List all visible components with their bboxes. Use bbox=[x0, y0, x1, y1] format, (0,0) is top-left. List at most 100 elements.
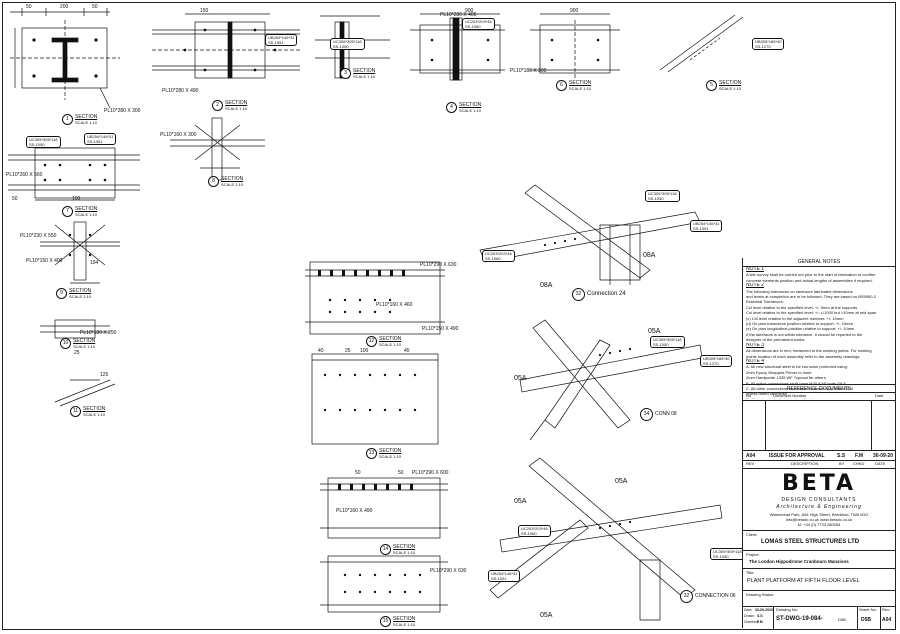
section-number: 8 bbox=[208, 176, 219, 187]
connection-tag: 32 CONNECTION 06 bbox=[680, 590, 736, 603]
plate-label: PL10*280 X 490 bbox=[162, 88, 199, 94]
dim-label: 900 bbox=[465, 8, 474, 14]
general-notes-title: GENERAL NOTES bbox=[743, 258, 895, 267]
dim-label: 50 bbox=[398, 470, 404, 476]
note-line: unless noted otherwise bbox=[746, 391, 787, 397]
reference-documents-title: REFERENCE DOCUMENTS bbox=[743, 384, 895, 392]
member-mark: 05A bbox=[540, 612, 553, 619]
company-logo-area: BETA DESIGN CONSULTANTS Architecture & E… bbox=[743, 468, 895, 530]
dim-label: 50 bbox=[92, 4, 98, 10]
note-line: (c) Col level relative to the adjacent m… bbox=[746, 315, 844, 321]
note-line: and levels at completion are to be follo… bbox=[746, 294, 877, 300]
note-line: The following tolerances on steelwork fa… bbox=[746, 288, 853, 294]
note-line: (e) On plan longitudinal position relati… bbox=[746, 326, 855, 332]
note-heading: NOTE 1 bbox=[746, 267, 765, 272]
plate-label: PL10*160 X 460 bbox=[376, 302, 413, 308]
section-number: 6 bbox=[556, 80, 567, 91]
logo-tagline: Architecture & Engineering bbox=[776, 504, 862, 510]
member-mark: 05A bbox=[648, 328, 661, 335]
note-line: 2mm Hardpoxite 1335 WF Topcoat for other… bbox=[746, 375, 826, 381]
note-line: B. All splice connections shall have M20… bbox=[746, 380, 846, 386]
note-line: D. All perimeter bolts to be shop-fixed bbox=[743, 397, 895, 399]
section-number: 2 bbox=[212, 100, 223, 111]
note-line: A. All new structural steel to be corros… bbox=[746, 364, 848, 370]
dim-label: 50 bbox=[26, 4, 32, 10]
note-line: Col level relative to the specified leve… bbox=[746, 304, 858, 310]
section-number: 10 bbox=[60, 338, 71, 349]
plate-label: PL10*180 X 200 bbox=[510, 68, 547, 74]
note-line: designer of the permanent works. bbox=[746, 337, 806, 343]
client-field: Client: LOMAS STEEL STRUCTURES LTD bbox=[743, 530, 895, 550]
plate-label: PL10*230 X 550 bbox=[20, 233, 57, 239]
title-field: Title: PLANT PLATFORM AT FIFTH FLOOR LEV… bbox=[743, 568, 895, 590]
note-heading: NOTE 2 bbox=[746, 283, 765, 289]
project-field: Project: The London Hippodrome Cranbourn… bbox=[743, 550, 895, 568]
connection-tag: 34 CONN 08 bbox=[640, 408, 677, 421]
note-line: concrete elements position and actual le… bbox=[746, 277, 873, 283]
drawing-info-row: Date: 30-09-2020 Drawn: S.S Checked: F.M… bbox=[743, 606, 895, 629]
note-line: If the steelwork is not within tolerance… bbox=[746, 331, 863, 337]
member-mark: 05A bbox=[615, 478, 628, 485]
revision-header-row: REV DESCRIPTION BY CHKD DATE bbox=[743, 460, 895, 468]
dim-label: 50 bbox=[12, 196, 18, 202]
dim-label: 125 bbox=[100, 372, 109, 378]
revision-row: A04 ISSUE FOR APPROVAL S.S F.M 30-09-20 bbox=[743, 450, 895, 460]
dim-label: 25 bbox=[74, 350, 80, 356]
plate-label: PL10*280 X 300 bbox=[104, 108, 141, 114]
plate-label: PL10*290 X 630 bbox=[430, 568, 467, 574]
dim-label: 150 bbox=[200, 8, 209, 14]
plate-label: PL10*290 X 630 bbox=[420, 262, 457, 268]
plate-label: PL10*280 X 400 bbox=[440, 12, 477, 18]
member-mark: 05A bbox=[514, 498, 527, 505]
drawing-number: ST-DWG-19-084- bbox=[776, 616, 823, 622]
plate-label: PL10*260 X 560 bbox=[6, 172, 43, 178]
member-mark: 08A bbox=[540, 282, 553, 289]
member-mark: 05A bbox=[514, 375, 527, 382]
section-number: 15 bbox=[380, 616, 391, 627]
plate-label: PL10*160 X 300 bbox=[160, 132, 197, 138]
dim-label: 194 bbox=[90, 260, 99, 266]
note-heading: NOTE 3 bbox=[746, 342, 765, 348]
reference-table-body bbox=[743, 400, 895, 451]
note-line: 2mm Epoxy Wrapped Primer to inner bbox=[746, 369, 812, 375]
plate-label: PL10*160 X 490 bbox=[336, 508, 373, 514]
dim-label: 50 bbox=[355, 470, 361, 476]
plate-label: PL10*150 X 490 bbox=[422, 326, 459, 332]
dim-label: 100 bbox=[72, 196, 81, 202]
company-phone: M: +44 (0) 7733 280054 bbox=[797, 522, 841, 527]
plate-label: PL10*180 X 250 bbox=[80, 330, 117, 336]
note-line: Col level relative to the specified leve… bbox=[746, 310, 877, 316]
note-line: A site survey shall be carried out prior… bbox=[746, 272, 876, 278]
section-number: 7 bbox=[62, 206, 73, 217]
section-number: 1 bbox=[62, 114, 73, 125]
section-number: 14 bbox=[380, 544, 391, 555]
company-logo: BETA bbox=[781, 471, 857, 496]
member-mark: 08A bbox=[643, 252, 656, 259]
note-heading: NOTE 4 bbox=[746, 358, 765, 364]
